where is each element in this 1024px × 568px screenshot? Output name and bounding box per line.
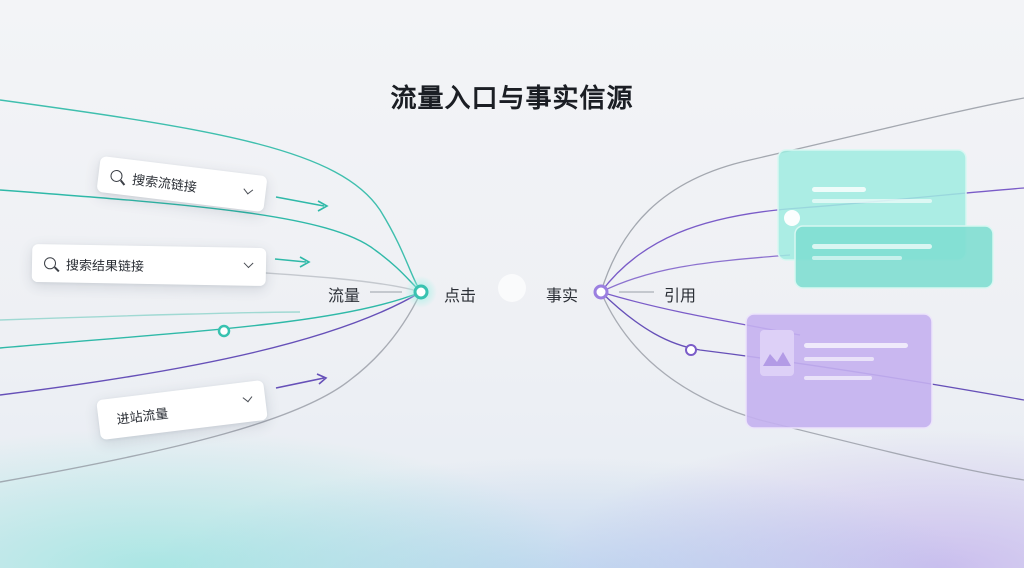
right-hub-node [593, 284, 609, 300]
flow-line [600, 97, 1024, 293]
arrow-2 [274, 256, 311, 268]
left-hub-node [413, 284, 429, 300]
flow-line [0, 291, 422, 483]
panel-text-bar [804, 357, 874, 361]
flow-line [0, 311, 301, 321]
teal-panel-front [794, 225, 994, 289]
center-glow [498, 274, 526, 302]
card-label: 搜索流链接 [131, 172, 198, 196]
page-title: 流量入口与事实信源 [390, 84, 634, 114]
line-node [685, 344, 697, 356]
panel-text-bar [812, 244, 932, 249]
flow-line [0, 291, 422, 396]
panel-text-bar [804, 343, 908, 348]
flow-line [0, 291, 422, 349]
arrow-3 [275, 373, 328, 389]
label-click: 点击 [444, 286, 477, 305]
panel-text-bar [812, 256, 902, 260]
label-fact: 事实 [546, 286, 579, 305]
purple-panel [745, 313, 933, 429]
panel-text-bar [812, 187, 866, 192]
panel-text-bar [804, 376, 872, 380]
panel-text-bar [812, 199, 932, 203]
image-placeholder-icon [760, 330, 794, 376]
search-icon [109, 169, 124, 183]
chevron-down-icon[interactable] [243, 258, 254, 269]
line-node [217, 324, 231, 338]
search-icon [43, 257, 57, 270]
arrow-1 [275, 196, 329, 212]
card-label: 进站流量 [115, 406, 170, 428]
chevron-down-icon[interactable] [243, 184, 254, 195]
label-citation: 引用 [664, 286, 697, 305]
card-label: 搜索结果链接 [65, 258, 145, 275]
panel-avatar [784, 210, 800, 226]
flow-line [0, 99, 422, 293]
search-card-2[interactable]: 搜索结果链接 [31, 243, 267, 287]
chevron-down-icon[interactable] [242, 392, 253, 403]
flow-line [0, 189, 422, 293]
label-traffic: 流量 [328, 286, 361, 305]
flow-line [600, 254, 791, 293]
